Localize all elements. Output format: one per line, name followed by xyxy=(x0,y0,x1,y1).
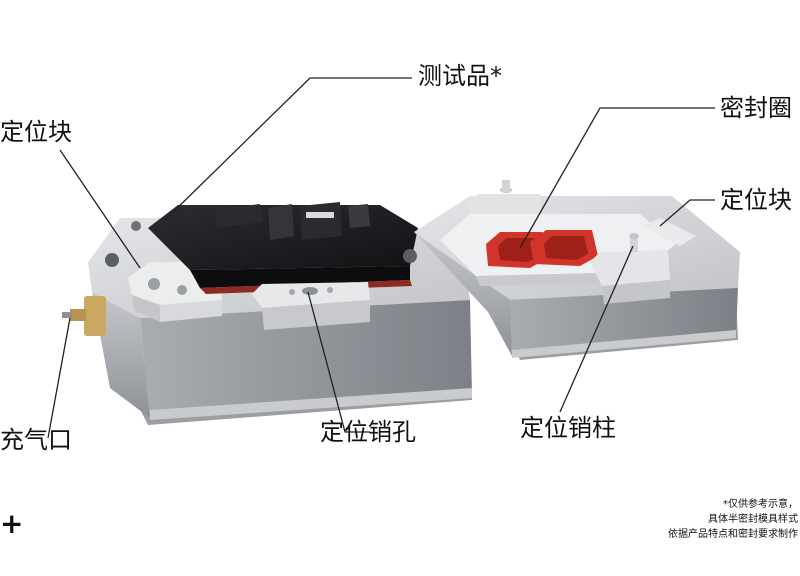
label-seal-ring: 密封圈 xyxy=(720,96,792,120)
label-test-product: 测试品* xyxy=(418,64,502,88)
inflation-port-fitting xyxy=(62,296,106,336)
leader-test-product xyxy=(165,78,412,220)
plus-icon: + xyxy=(0,510,23,538)
seal-rings xyxy=(486,230,598,268)
note-line-3: 依据产品特点和密封要求制作 xyxy=(668,527,798,542)
label-locating-pin-hole: 定位销孔 xyxy=(320,420,416,444)
disclaimer-note: *仅供参考示意， 具体半密封模具样式 依据产品特点和密封要求制作 xyxy=(668,497,798,542)
label-inflation-port: 充气口 xyxy=(0,428,72,452)
label-locating-pin: 定位销柱 xyxy=(520,416,616,440)
locating-pin-hole-block xyxy=(252,282,370,330)
leader-inflation-port xyxy=(48,318,70,438)
left-fixture xyxy=(62,202,472,425)
label-locating-block-right: 定位块 xyxy=(720,188,792,212)
label-locating-block-left: 定位块 xyxy=(0,120,72,144)
note-line-2: 具体半密封模具样式 xyxy=(668,512,798,527)
note-line-1: *仅供参考示意， xyxy=(668,497,798,512)
